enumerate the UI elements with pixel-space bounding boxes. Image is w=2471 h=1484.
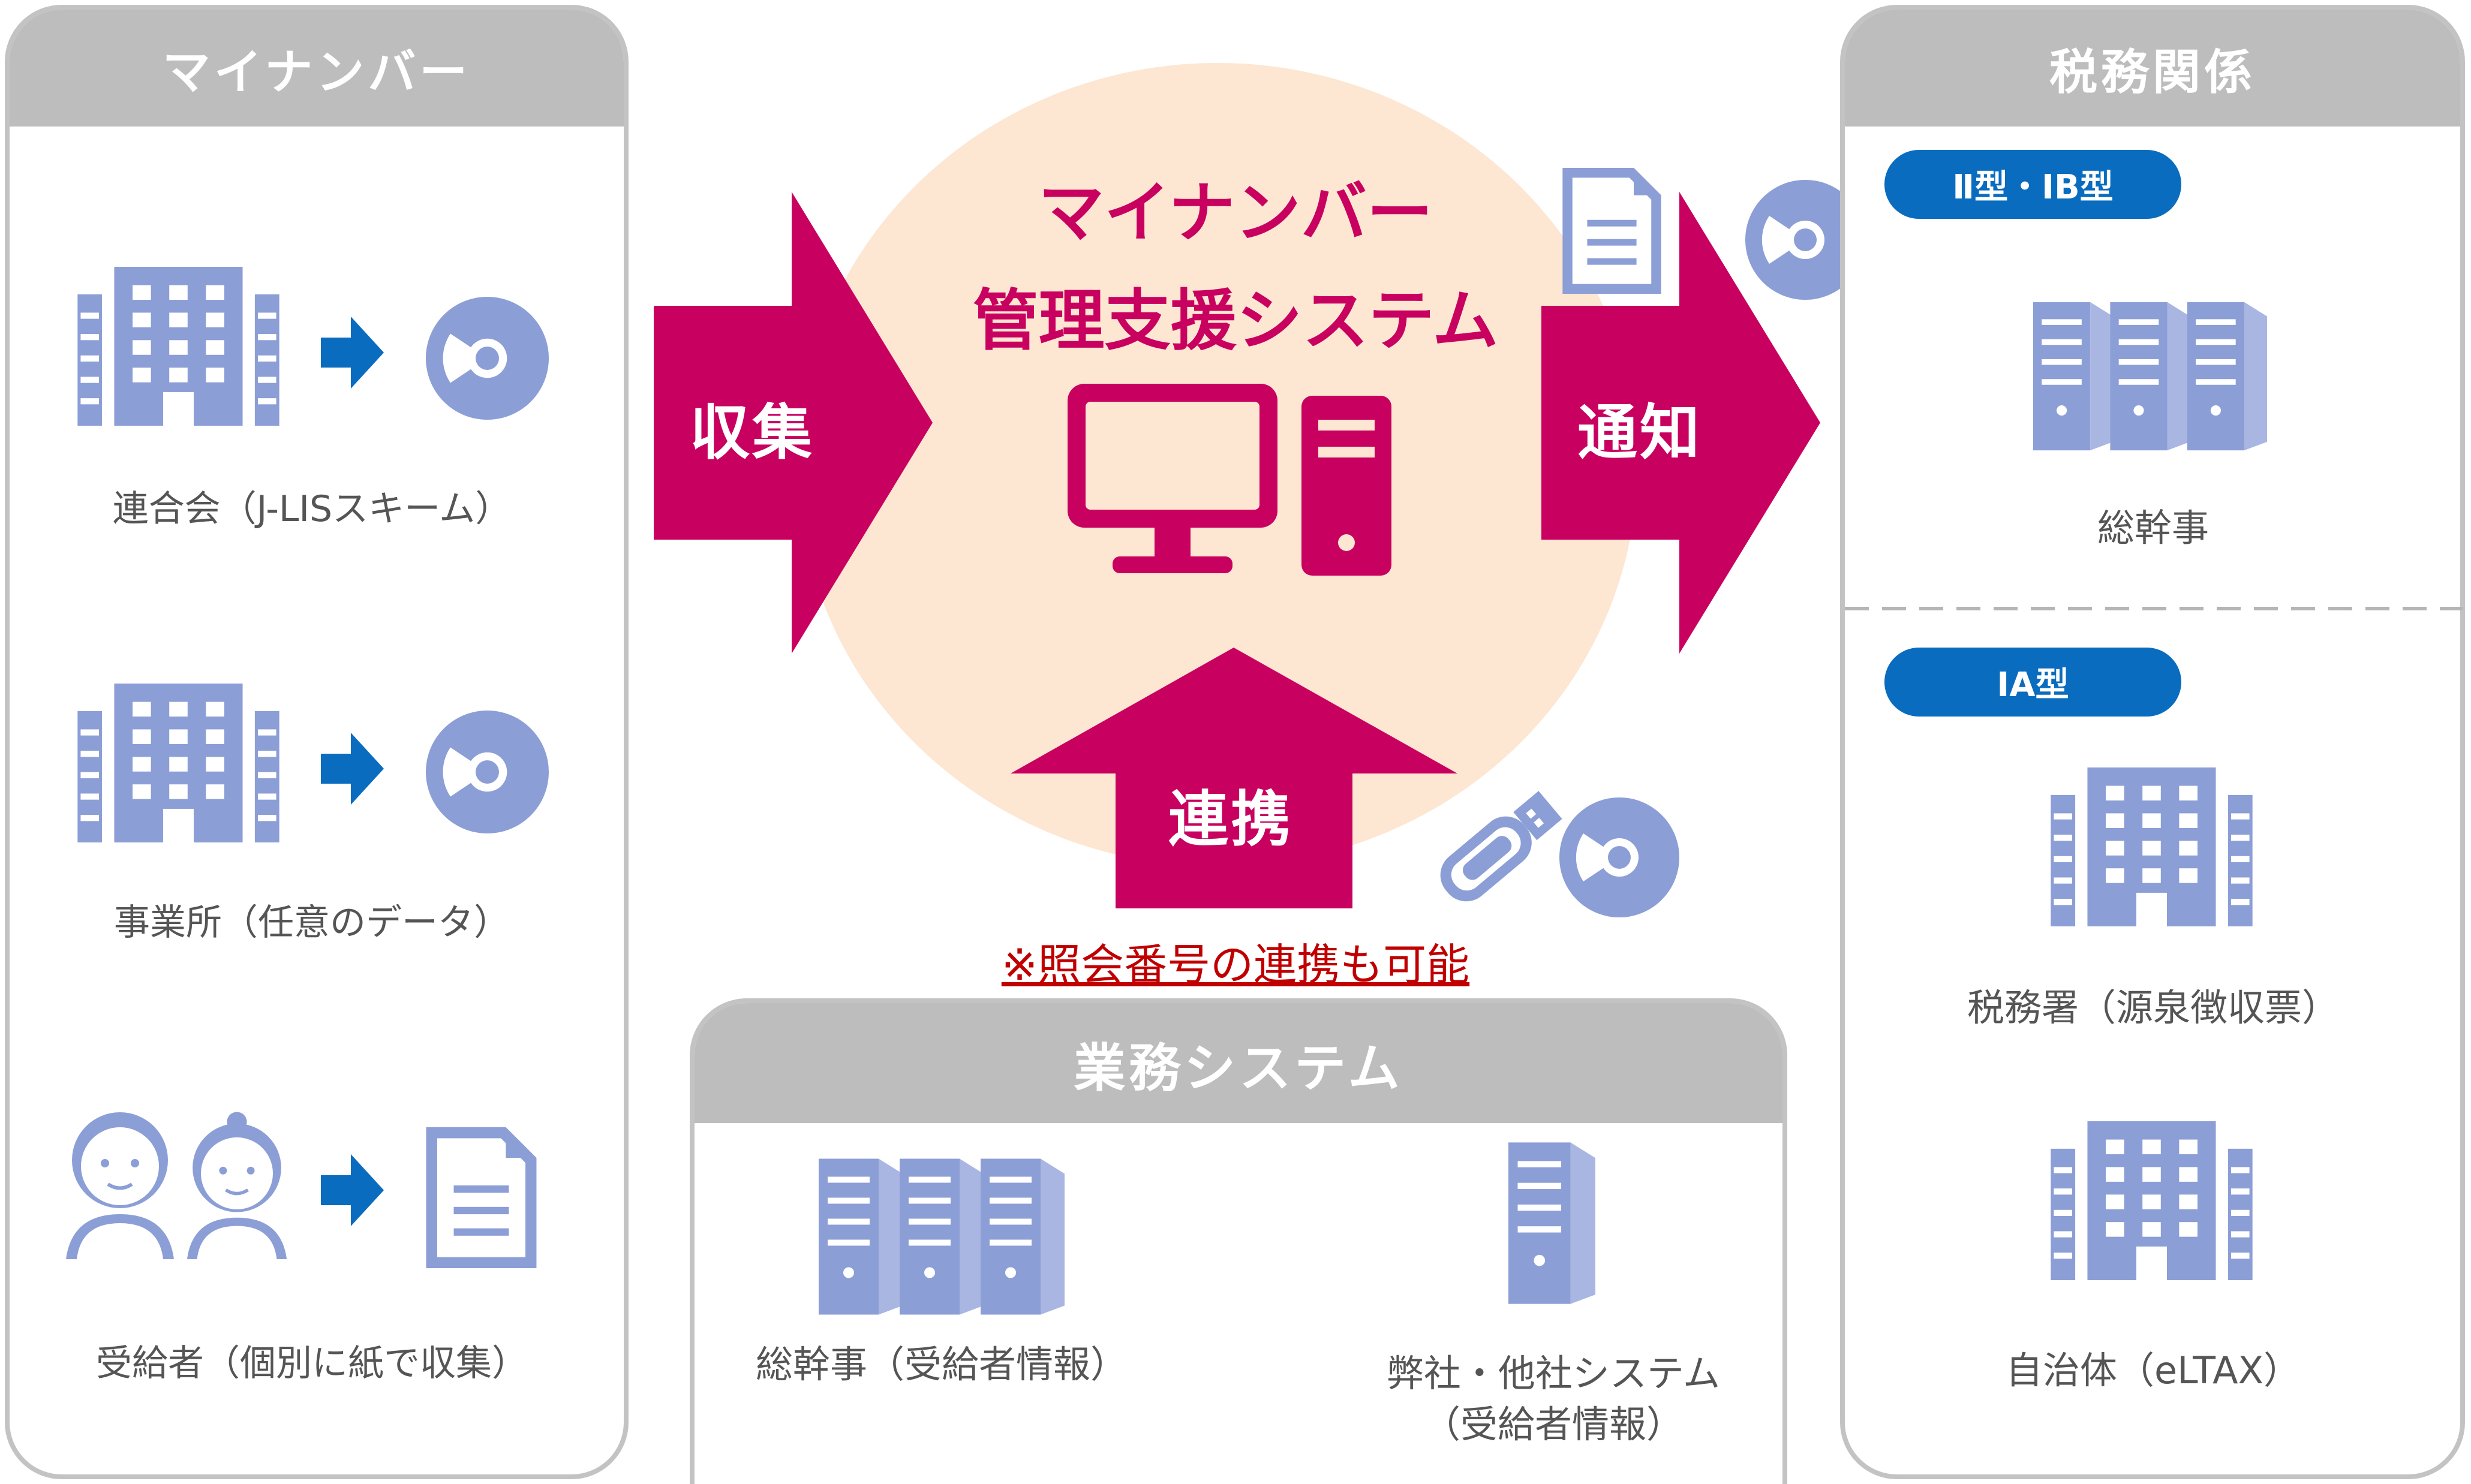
collect-arrow (654, 192, 933, 654)
business-system-panel-header: 業務システム (695, 1003, 1782, 1123)
bottom-caption-other-system-line1: 弊社・他社システム (1386, 1351, 1721, 1395)
cd-disc-icon (426, 711, 549, 833)
elderly-man-icon (66, 1103, 174, 1259)
type-badge-1a: ⅠA型 (1884, 648, 2181, 717)
collect-label: 収集 (690, 398, 814, 468)
server-rack-icon (2033, 300, 2267, 453)
tax-caption-tax-office: 税務署（源泉徴収票） (1967, 986, 2339, 1030)
system-title-line1: マイナンバー (1038, 174, 1433, 251)
server-tower-icon (1508, 1142, 1595, 1304)
tax-caption-municipality: 自治体（eLTAX） (2005, 1348, 2301, 1392)
office-building-icon (77, 267, 279, 426)
arrow-right-icon (321, 1154, 384, 1226)
link-label: 連携 (1168, 784, 1293, 854)
bottom-caption-main-secretary: 総幹事（受給者情報） (755, 1342, 1128, 1386)
system-title-line2: 管理支援システム (972, 282, 1499, 359)
cd-disc-icon (426, 297, 549, 420)
cd-disc-icon (1559, 797, 1679, 917)
dashed-divider (1845, 607, 2463, 610)
server-rack-icon (819, 1157, 1065, 1316)
my-number-panel-header: マイナンバー (10, 10, 624, 127)
row-caption-jlis: 連合会（J-LISスキーム） (112, 488, 512, 530)
desktop-computer-icon (1068, 384, 1391, 576)
bottom-caption-other-system-line2: （受給者情報） (1423, 1402, 1684, 1446)
tax-panel-header: 税務関係 (1845, 10, 2460, 127)
elderly-woman-icon (180, 1112, 294, 1259)
notify-label: 通知 (1577, 398, 1702, 468)
usb-drive-icon (1440, 791, 1562, 902)
paper-document-icon (426, 1127, 537, 1268)
arrow-right-icon (321, 733, 384, 805)
type-badge-2-1b: Ⅱ型・ⅠB型 (1884, 150, 2181, 219)
office-building-icon (2051, 767, 2253, 926)
tax-caption-main-secretary: 総幹事 (2097, 506, 2209, 550)
paper-document-icon (1562, 168, 1661, 294)
row-caption-office: 事業所（任意のデータ） (114, 902, 510, 944)
link-arrow (1011, 648, 1457, 908)
reference-number-note: ※照会番号の連携も可能 (1001, 940, 1470, 990)
arrow-right-icon (321, 317, 384, 389)
office-building-icon (2051, 1121, 2253, 1280)
row-caption-recipient: 受給者（個別に紙で収集） (96, 1342, 528, 1384)
office-building-icon (77, 684, 279, 842)
notify-arrow (1541, 192, 1820, 654)
